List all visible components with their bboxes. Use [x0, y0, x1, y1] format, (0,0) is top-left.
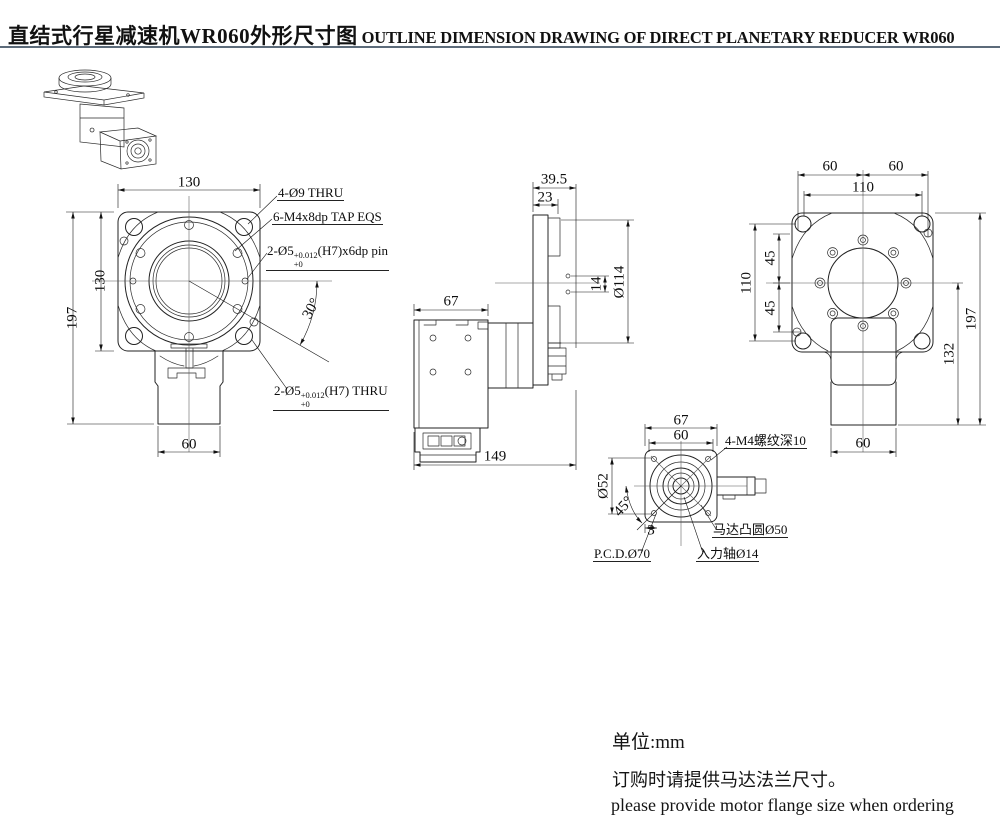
front-ann-taps: 6-M4x8dp TAP EQS: [272, 209, 383, 225]
front-ann-pin-thru: 2-Ø5+0.012+0(H7) THRU: [273, 383, 389, 411]
flange-dim-outer: 67: [673, 412, 689, 429]
side-dim-motor: 67: [443, 293, 459, 310]
flange-dim-inner: 60: [673, 427, 689, 444]
side-dim-length-total: 149: [483, 448, 507, 465]
front-dim-height-flange: 130: [92, 269, 109, 293]
isometric-view: [43, 69, 158, 170]
side-dim-flange-dia: Ø114: [611, 265, 628, 299]
title-divider: [0, 46, 1000, 48]
front-view-dimensions: [66, 184, 330, 457]
back-dim-side-110: 110: [738, 272, 755, 294]
back-dim-45-upper: 45: [762, 250, 779, 266]
side-dim-plate: 23: [537, 189, 553, 206]
flange-ann-tap: 4-M4螺纹深10: [724, 433, 807, 449]
back-view-dimensions: [749, 171, 986, 457]
front-ann-holes: 4-Ø9 THRU: [277, 185, 345, 201]
back-dim-top-110: 110: [852, 179, 874, 196]
note-order-zh: 订购时请提供马达法兰尺寸。: [612, 770, 846, 790]
side-dim-pin-span: 14: [588, 276, 605, 292]
back-dim-45-lower: 45: [762, 300, 779, 316]
front-dim-width-bottom: 60: [181, 436, 197, 453]
flange-ann-shaft: 入力轴Ø14: [696, 546, 760, 562]
flange-dim-offset: 3: [647, 522, 655, 539]
back-dim-height-lower: 132: [941, 342, 958, 366]
flange-ann-pcd: P.C.D.Ø70: [593, 546, 651, 562]
flange-view-centerlines: [634, 441, 747, 546]
flange-dim-boss: Ø52: [595, 473, 612, 499]
front-dim-width-top: 130: [177, 174, 201, 191]
back-view-geometry: [791, 212, 934, 426]
flange-ann-boss: 马达凸圆Ø50: [712, 522, 789, 538]
back-dim-width-bottom: 60: [855, 435, 871, 452]
front-ann-pin: 2-Ø5+0.012+0(H7)x6dp pin: [266, 243, 390, 271]
back-dim-left-60: 60: [822, 158, 838, 175]
note-order-en: please provide motor flange size when or…: [611, 795, 954, 815]
back-view-centerlines: [766, 170, 952, 452]
back-dim-right-60: 60: [888, 158, 904, 175]
side-view-dimensions: [413, 182, 634, 470]
title-english: OUTLINE DIMENSION DRAWING OF DIRECT PLAN…: [357, 28, 955, 47]
title-chinese: 直结式行星减速机WR060外形尺寸图: [8, 24, 358, 48]
note-unit: 单位:mm: [612, 732, 685, 753]
front-view-centerlines: [92, 196, 332, 452]
front-dim-height-total: 197: [64, 306, 81, 330]
title-bar: 直结式行星减速机WR060外形尺寸图 OUTLINE DIMENSION DRA…: [8, 20, 955, 50]
side-dim-depth-total: 39.5: [540, 171, 568, 188]
flange-view-dimensions: [608, 424, 728, 554]
side-view-geometry: [413, 214, 571, 463]
back-dim-height-total: 197: [963, 307, 980, 331]
